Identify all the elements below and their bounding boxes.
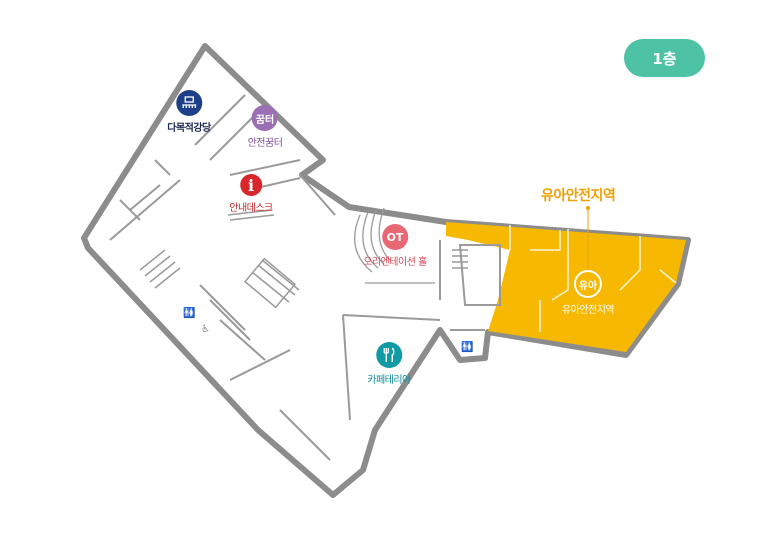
kids-zone-partitions xyxy=(509,225,677,332)
stairs xyxy=(139,209,468,309)
kids-badge-icon: 유아 xyxy=(573,270,602,298)
kids-zone-label: 유아안전지역 xyxy=(561,305,615,316)
auditorium-label: 다목적강당 xyxy=(167,123,211,134)
poi-info-desk[interactable]: i 안내데스크 xyxy=(229,174,273,214)
svg-text:🚻: 🚻 xyxy=(461,340,473,353)
orientation-badge-icon: OT xyxy=(382,224,408,250)
floor-badge[interactable]: 1층 xyxy=(624,39,705,77)
info-icon: i xyxy=(240,174,262,196)
poi-orientation-hall[interactable]: OT 오리엔테이션 홀 xyxy=(363,224,427,268)
building-outline xyxy=(81,43,691,498)
info-desk-label: 안내데스크 xyxy=(229,203,273,214)
svg-text:♿: ♿ xyxy=(201,324,210,335)
orientation-hall-label: 오리엔테이션 홀 xyxy=(363,257,427,268)
kids-zone-title: 유아안전지역 xyxy=(541,188,616,204)
svg-text:🚻: 🚻 xyxy=(183,306,195,319)
kids-zone-area[interactable] xyxy=(446,222,686,352)
poi-cafeteria[interactable]: 카페테리아 xyxy=(367,342,411,386)
shelter-badge-icon: 꿈터 xyxy=(252,105,278,131)
orientation-hall-seating xyxy=(354,207,435,284)
cafeteria-label: 카페테리아 xyxy=(367,375,411,386)
poi-shelter[interactable]: 꿈터 안전꿈터 xyxy=(248,105,283,149)
restroom-icon: 🚻 ♿ 🚻 xyxy=(183,306,473,353)
utensils-icon xyxy=(376,342,402,368)
shelter-label: 안전꿈터 xyxy=(247,138,283,149)
poi-auditorium[interactable]: 다목적강당 xyxy=(167,90,211,134)
poi-kids-zone[interactable]: 유아 유아안전지역 xyxy=(561,270,615,316)
auditorium-icon xyxy=(176,90,202,116)
